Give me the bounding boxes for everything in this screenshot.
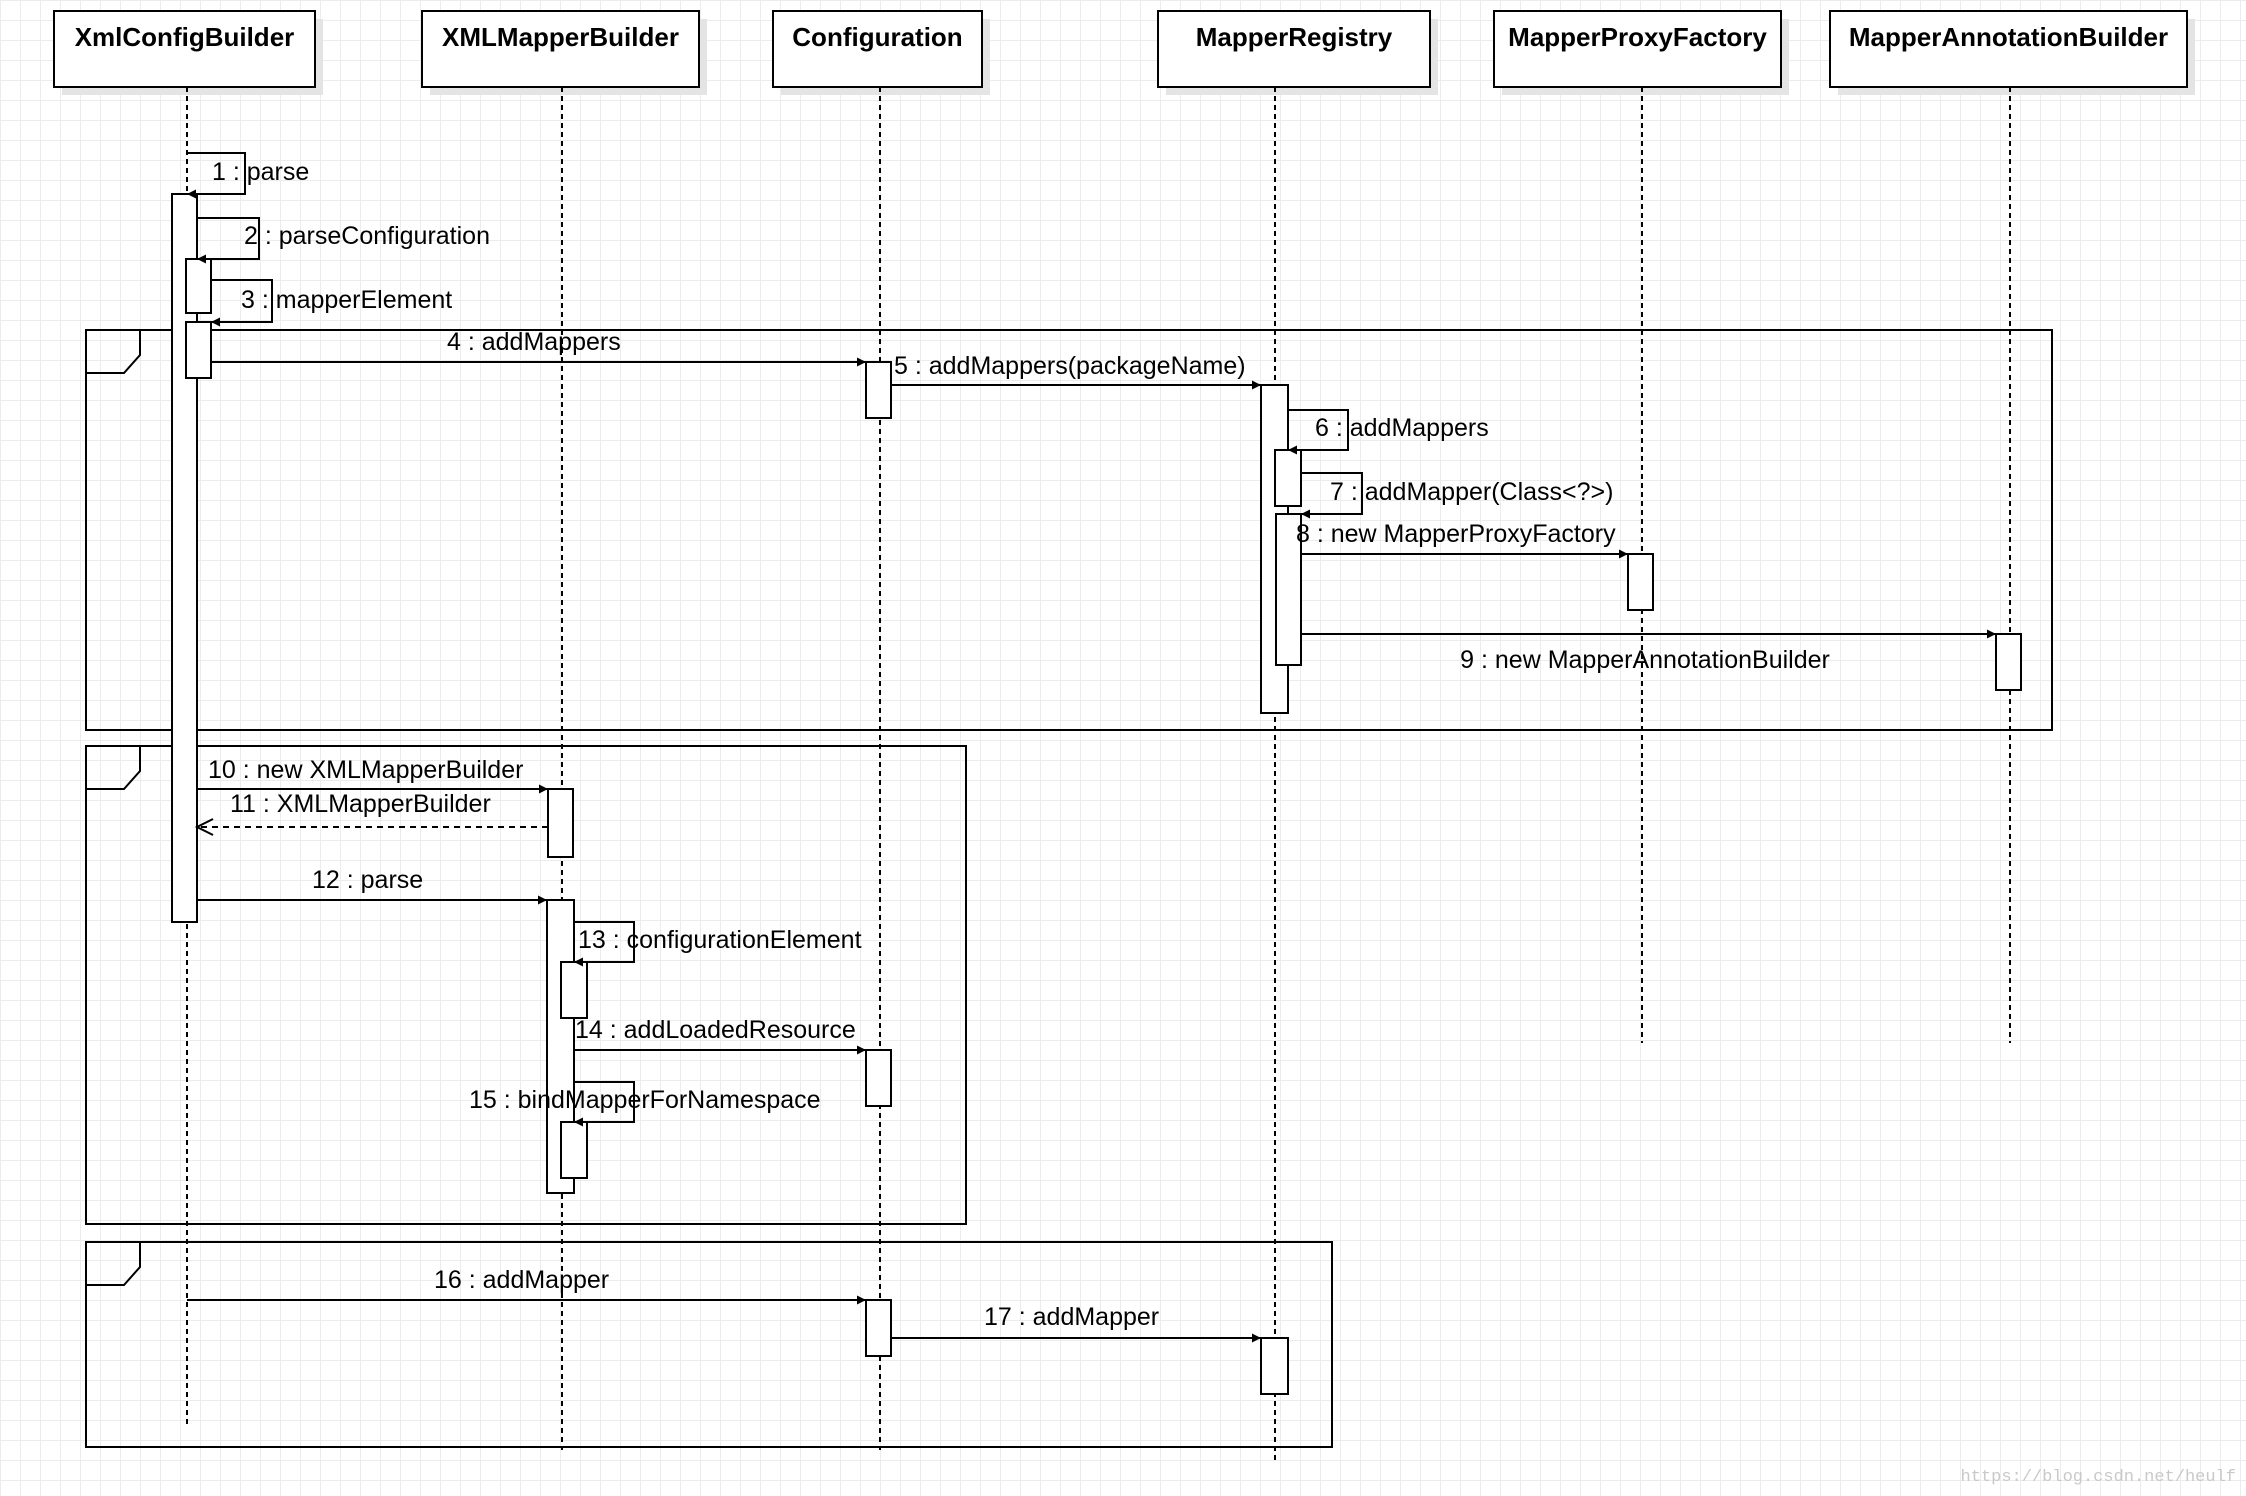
activation-bar-12 xyxy=(560,961,588,1019)
message-label: 7 : addMapper(Class<?>) xyxy=(1330,478,1613,506)
message-12[interactable]: 12 : parse xyxy=(197,866,547,905)
lifeline-head-xmlmapperbuilder[interactable]: XMLMapperBuilder xyxy=(421,10,700,88)
lifeline-head-mapperregistry[interactable]: MapperRegistry xyxy=(1157,10,1431,88)
message-arrow xyxy=(211,279,273,327)
activation-bar-10 xyxy=(547,788,574,858)
message-label: 6 : addMappers xyxy=(1315,414,1489,442)
activation-bar-4 xyxy=(865,361,892,419)
message-17[interactable]: 17 : addMapper xyxy=(891,1303,1261,1343)
message-label: 13 : configurationElement xyxy=(578,926,862,954)
message-arrow xyxy=(574,1081,635,1127)
message-label: 9 : new MapperAnnotationBuilder xyxy=(1460,646,1830,674)
message-label: 10 : new XMLMapperBuilder xyxy=(208,756,523,784)
message-9[interactable]: 9 : new MapperAnnotationBuilder xyxy=(1301,629,1996,674)
open-arrowhead xyxy=(194,818,214,836)
message-14[interactable]: 14 : addLoadedResource xyxy=(574,1016,866,1055)
lifeline-name: XMLMapperBuilder xyxy=(442,22,679,52)
message-arrow xyxy=(187,152,246,199)
lifeline-name: MapperRegistry xyxy=(1196,22,1393,52)
activation-bar-16 xyxy=(1260,1337,1289,1395)
lifeline-head-xmlconfigbuilder[interactable]: XmlConfigBuilder xyxy=(53,10,316,88)
activation-bar-2 xyxy=(185,258,212,314)
message-5[interactable]: 5 : addMappers(packageName) xyxy=(891,352,1261,390)
message-arrow xyxy=(197,217,260,264)
message-label: 14 : addLoadedResource xyxy=(575,1016,856,1044)
message-4[interactable]: 4 : addMappers xyxy=(211,328,866,367)
combined-fragment-1 xyxy=(85,329,2053,731)
message-7[interactable]: 7 : addMapper(Class<?>) xyxy=(1301,472,1613,519)
message-label: 11 : XMLMapperBuilder xyxy=(230,790,491,818)
message-3[interactable]: 3 : mapperElement xyxy=(211,279,452,327)
message-11[interactable]: 11 : XMLMapperBuilder xyxy=(194,790,548,836)
lifeline-name: XmlConfigBuilder xyxy=(75,22,295,52)
message-label: 5 : addMappers(packageName) xyxy=(894,352,1246,380)
activation-bar-3 xyxy=(185,321,212,379)
activation-bar-9 xyxy=(1995,633,2022,691)
lifeline-name: Configuration xyxy=(792,22,962,52)
message-label: 17 : addMapper xyxy=(984,1303,1159,1331)
lifeline-name: MapperProxyFactory xyxy=(1508,22,1767,52)
message-label: 12 : parse xyxy=(312,866,423,894)
watermark-text: https://blog.csdn.net/heulf xyxy=(1961,1468,2236,1487)
message-2[interactable]: 2 : parseConfiguration xyxy=(197,217,490,264)
message-16[interactable]: 16 : addMapper xyxy=(187,1266,866,1305)
activation-bar-1 xyxy=(171,193,198,923)
activation-bar-6 xyxy=(1274,449,1302,507)
message-1[interactable]: 1 : parse xyxy=(187,152,309,199)
activation-bar-7 xyxy=(1275,513,1302,666)
message-6[interactable]: 6 : addMappers xyxy=(1288,409,1489,455)
message-label: 4 : addMappers xyxy=(447,328,621,356)
message-label: 2 : parseConfiguration xyxy=(244,222,490,250)
activation-bar-8 xyxy=(1627,553,1654,611)
message-label: 16 : addMapper xyxy=(434,1266,609,1294)
message-10[interactable]: 10 : new XMLMapperBuilder xyxy=(197,756,548,794)
message-label: 1 : parse xyxy=(212,158,309,186)
activation-bar-15 xyxy=(865,1299,892,1357)
activation-bar-14 xyxy=(560,1121,588,1179)
lifeline-head-mapperproxyfactory[interactable]: MapperProxyFactory xyxy=(1493,10,1782,88)
message-arrow xyxy=(574,921,635,967)
message-arrow xyxy=(1301,472,1363,519)
message-8[interactable]: 8 : new MapperProxyFactory xyxy=(1296,520,1628,559)
message-arrow xyxy=(1288,409,1349,455)
combined-fragment-3 xyxy=(85,1241,1333,1448)
message-15[interactable]: 15 : bindMapperForNamespace xyxy=(469,1081,821,1127)
activation-bar-13 xyxy=(865,1049,892,1107)
message-label: 8 : new MapperProxyFactory xyxy=(1296,520,1616,548)
message-13[interactable]: 13 : configurationElement xyxy=(574,921,862,967)
combined-fragment-2 xyxy=(85,745,967,1225)
lifeline-name: MapperAnnotationBuilder xyxy=(1849,22,2168,52)
lifeline-head-mapperannotationbuilder[interactable]: MapperAnnotationBuilder xyxy=(1829,10,2188,88)
message-label: 3 : mapperElement xyxy=(241,286,452,314)
message-label: 15 : bindMapperForNamespace xyxy=(469,1086,821,1114)
lifeline-head-configuration[interactable]: Configuration xyxy=(772,10,983,88)
